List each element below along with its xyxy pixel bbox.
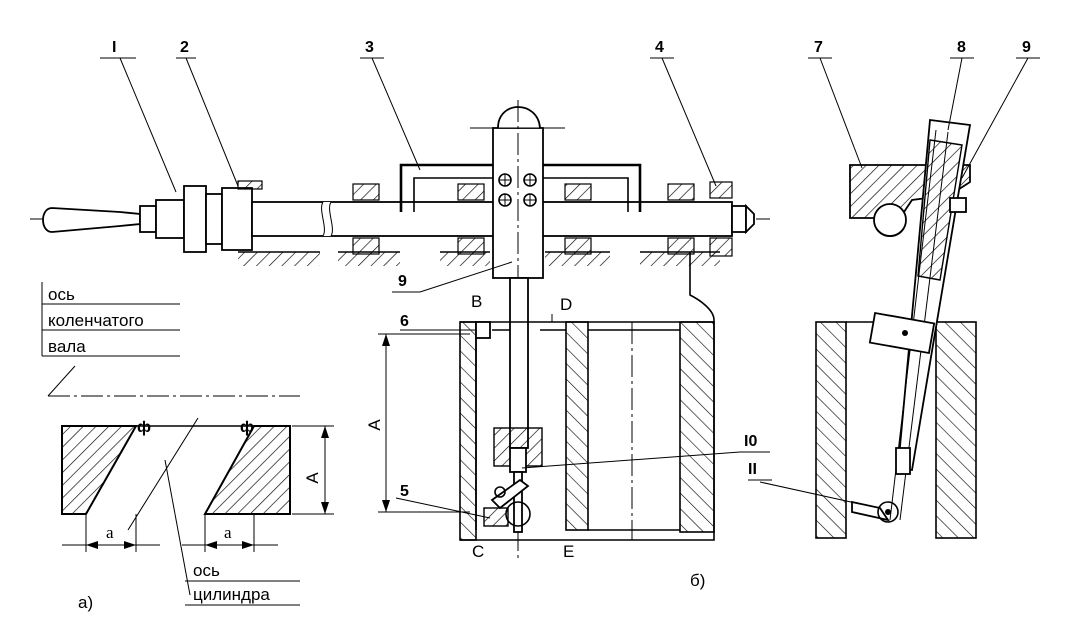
dim-a-right-label: a	[224, 523, 232, 542]
cylinder-wall-right	[203, 425, 291, 515]
dim-a-left-label: a	[106, 523, 114, 542]
callout-1: I	[112, 39, 116, 56]
callout-5: 5	[400, 483, 409, 500]
callout-9-right: 9	[1022, 39, 1031, 56]
cylinder-wall-b-mid	[565, 321, 589, 531]
svg-text:ф: ф	[240, 419, 254, 436]
crankshaft-axis-leader	[47, 365, 76, 397]
cylinder-axis-leader	[164, 459, 191, 596]
bearing-blocks	[352, 181, 733, 257]
part-a-label: а)	[78, 593, 93, 612]
callout-6: 6	[400, 313, 409, 330]
lever-11	[851, 500, 890, 522]
crankshaft-axis-text-3: вала	[48, 337, 86, 356]
handle-flange	[183, 185, 207, 253]
cylinder-wall-b-left	[459, 321, 477, 541]
callout-3: 3	[365, 39, 374, 56]
cylinder-wall-b-right	[679, 321, 715, 533]
cylinder-axis-text-1: ось	[193, 561, 220, 580]
nut-2	[221, 187, 253, 251]
callout-9-mid: 9	[398, 273, 407, 290]
base-ground	[238, 251, 720, 266]
point-B-label: B	[471, 292, 482, 311]
side-wall-left	[815, 321, 847, 539]
callout-2: 2	[180, 39, 189, 56]
callout-8: 8	[957, 39, 966, 56]
measuring-rod	[509, 277, 529, 449]
lever-5	[490, 478, 530, 510]
side-view	[815, 118, 977, 539]
part-b-fixture: A	[30, 100, 770, 560]
part-a-cylinder-section: ф ф A a a	[41, 282, 334, 606]
side-wall-right	[935, 321, 977, 539]
svg-text:ф: ф	[137, 419, 151, 436]
callout-4: 4	[655, 39, 664, 56]
point-E-label: E	[563, 542, 574, 561]
crankshaft-axis-text-1: ось	[48, 285, 75, 304]
cylinder-axis-text-2: цилиндра	[193, 585, 270, 604]
part-b-label: б)	[690, 571, 705, 590]
point-C-label: C	[472, 542, 484, 561]
handle-knob	[42, 207, 141, 233]
dim-A-label-a: A	[303, 472, 322, 484]
cylinder-wall-left	[61, 425, 138, 515]
callout-11: II	[748, 461, 757, 478]
point-D-label: D	[560, 295, 572, 314]
callout-10: I0	[744, 433, 757, 450]
dim-A-label-b: A	[365, 419, 384, 431]
slide-bolts	[498, 173, 537, 207]
callout-leaders	[100, 57, 1040, 519]
callout-7: 7	[814, 39, 823, 56]
crankshaft-axis-text-2: коленчатого	[48, 311, 144, 330]
stop-6	[475, 321, 491, 339]
block-outline	[460, 252, 715, 541]
